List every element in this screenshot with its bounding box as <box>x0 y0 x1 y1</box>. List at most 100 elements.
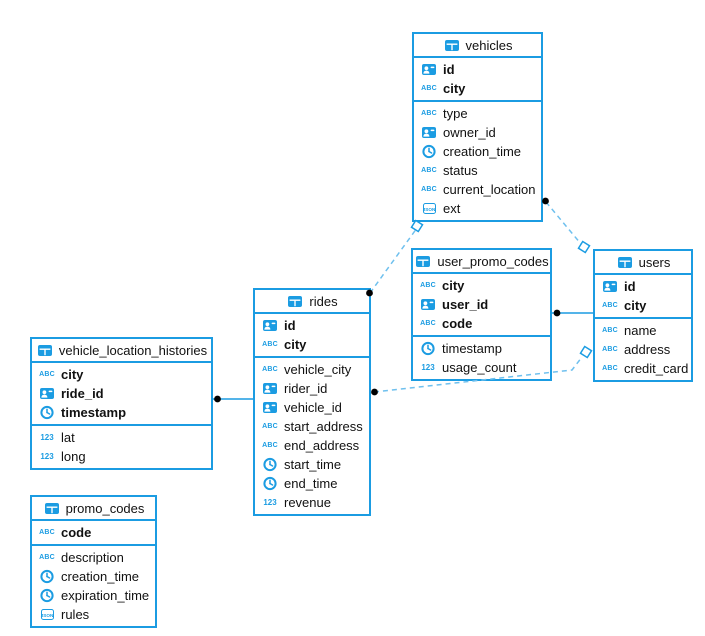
id-icon <box>261 381 279 396</box>
column-row[interactable]: owner_id <box>414 123 541 142</box>
relation-diamond-marker <box>579 345 593 359</box>
number-icon: 123 <box>421 363 435 372</box>
varchar-icon: ABC <box>420 282 436 289</box>
table-header[interactable]: rides <box>255 290 369 314</box>
varchar-icon: ABC <box>262 423 278 430</box>
id-icon <box>601 279 619 294</box>
table-header[interactable]: promo_codes <box>32 497 155 521</box>
table-header[interactable]: vehicle_location_histories <box>32 339 211 363</box>
id-icon <box>261 400 279 415</box>
varchar-icon: ABC <box>39 529 55 536</box>
table-icon <box>43 501 61 516</box>
varchar-icon: ABC <box>421 186 437 193</box>
table-icon <box>414 254 432 269</box>
column-row[interactable]: id <box>595 277 691 296</box>
relation-diamond-marker <box>410 219 424 233</box>
table-icon <box>616 255 634 270</box>
column-row[interactable]: creation_time <box>414 142 541 161</box>
column-row[interactable]: timestamp <box>32 403 211 422</box>
varchar-icon: ABC <box>39 554 55 561</box>
column-row[interactable]: user_id <box>413 295 550 314</box>
column-row[interactable]: rider_id <box>255 379 369 398</box>
timestamp-icon <box>420 144 438 159</box>
relation-diamond-marker <box>577 240 591 254</box>
number-icon: 123 <box>40 433 54 442</box>
timestamp-icon <box>419 341 437 356</box>
varchar-icon: ABC <box>421 167 437 174</box>
varchar-icon: ABC <box>602 346 618 353</box>
timestamp-icon <box>38 588 56 603</box>
table-title: vehicles <box>465 37 513 53</box>
column-row[interactable]: vehicle_id <box>255 398 369 417</box>
varchar-icon: ABC <box>262 341 278 348</box>
varchar-icon: ABC <box>39 371 55 378</box>
table-header[interactable]: users <box>595 251 691 275</box>
column-row[interactable]: timestamp <box>413 339 550 358</box>
varchar-icon: ABC <box>262 366 278 373</box>
column-row[interactable]: end_time <box>255 474 369 493</box>
table-header[interactable]: vehicles <box>414 34 541 58</box>
timestamp-icon <box>38 569 56 584</box>
column-row[interactable]: creation_time <box>32 567 155 586</box>
relation-dot-marker <box>371 388 378 396</box>
table-title: user_promo_codes <box>437 253 549 269</box>
table-title: vehicle_location_histories <box>58 342 208 358</box>
json-icon: JSON <box>420 201 438 216</box>
column-row[interactable]: ride_id <box>32 384 211 403</box>
table-header[interactable]: user_promo_codes <box>413 250 550 274</box>
column-row[interactable]: expiration_time <box>32 586 155 605</box>
relation-dot-marker <box>542 197 549 205</box>
column-row[interactable]: id <box>255 316 369 335</box>
relation-dot-marker <box>553 309 561 317</box>
id-icon <box>419 297 437 312</box>
table-title: users <box>638 254 671 270</box>
timestamp-icon <box>261 457 279 472</box>
id-icon <box>420 125 438 140</box>
varchar-icon: ABC <box>421 110 437 117</box>
column-row[interactable]: start_time <box>255 455 369 474</box>
table-title: promo_codes <box>65 500 145 516</box>
id-icon <box>420 62 438 77</box>
column-row[interactable]: id <box>414 60 541 79</box>
number-icon: 123 <box>263 498 277 507</box>
